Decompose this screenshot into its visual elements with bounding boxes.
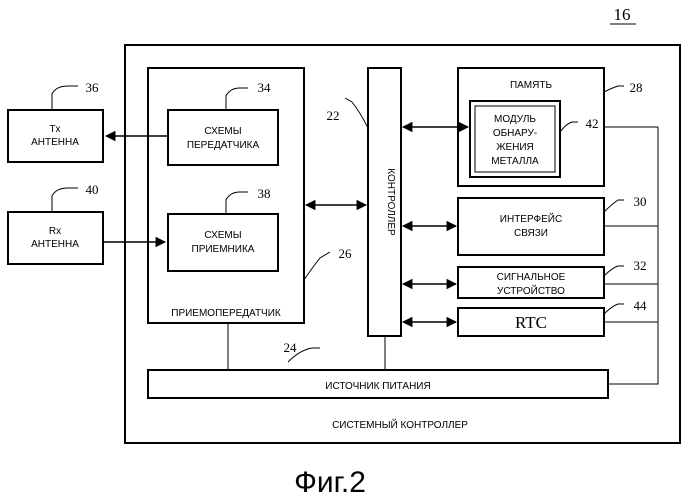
signal-device-ref: 32 (634, 258, 647, 273)
rtc-ref: 44 (634, 298, 648, 313)
memory-label: ПАМЯТЬ (510, 80, 553, 91)
receiver-ref: 38 (258, 186, 271, 201)
transceiver-label: ПРИЕМОПЕРЕДАТЧИК (171, 308, 281, 319)
metal-module-line1: МОДУЛЬ (494, 114, 536, 125)
comm-interface-box (458, 198, 604, 255)
figure-caption: Фиг.2 (294, 466, 366, 499)
transceiver-ref: 26 (339, 246, 353, 261)
tx-antenna-line2: АНТЕННА (31, 137, 79, 148)
receiver-line2: ПРИЕМНИКА (192, 244, 255, 255)
receiver-box (168, 214, 278, 271)
tx-antenna-ref: 36 (86, 80, 100, 95)
receiver-line1: СХЕМЫ (204, 230, 241, 241)
power-supply-ref: 24 (284, 340, 298, 355)
figure-number: 16 (614, 5, 631, 24)
rtc-label: RTC (515, 313, 547, 332)
rx-antenna-line1: Rx (49, 226, 61, 237)
tx-antenna-line1: Tx (49, 124, 60, 135)
memory-ref: 28 (630, 80, 643, 95)
transmitter-box (168, 110, 278, 165)
power-supply-label: ИСТОЧНИК ПИТАНИЯ (325, 381, 430, 392)
comm-interface-line2: СВЯЗИ (514, 228, 548, 239)
signal-device-line2: УСТРОЙСТВО (497, 284, 565, 297)
metal-module-ref: 42 (586, 116, 599, 131)
tx-antenna-leader (52, 86, 78, 110)
signal-device-line1: СИГНАЛЬНОЕ (497, 272, 566, 283)
rx-antenna-box (8, 212, 103, 264)
metal-module-line4: МЕТАЛЛА (491, 156, 539, 167)
metal-module-line2: ОБНАРУ- (493, 128, 537, 139)
comm-interface-ref: 30 (634, 194, 647, 209)
rx-antenna-line2: АНТЕННА (31, 239, 79, 250)
rx-antenna-ref: 40 (86, 182, 99, 197)
transmitter-line2: ПЕРЕДАТЧИКА (187, 140, 260, 151)
transmitter-line1: СХЕМЫ (204, 126, 241, 137)
transmitter-ref: 34 (258, 80, 272, 95)
rx-antenna-leader (52, 188, 78, 212)
comm-interface-line1: ИНТЕРФЕЙС (500, 212, 562, 225)
system-controller-label: СИСТЕМНЫЙ КОНТРОЛЛЕР (332, 418, 468, 431)
tx-antenna-box (8, 110, 103, 162)
metal-module-line3: ЖЕНИЯ (496, 142, 534, 153)
controller-label: КОНТРОЛЛЕР (385, 168, 396, 236)
controller-ref: 22 (327, 108, 340, 123)
